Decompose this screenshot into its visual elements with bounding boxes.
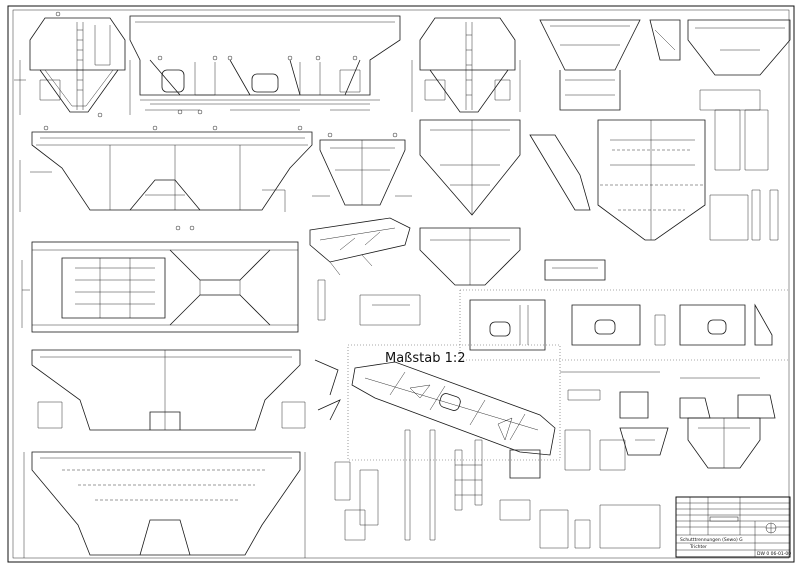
view-side-hopper-middle [31, 349, 341, 431]
view-hopper-section-center [419, 119, 591, 216]
view-hopper-lower-center [419, 227, 606, 286]
detail-row-brackets [317, 279, 773, 351]
view-end-elevation-center [411, 17, 521, 113]
detail-parts-bottom-center [334, 429, 661, 549]
title-block: Schutttrennungen (Sewo) G Trichter DW 0 … [675, 496, 791, 558]
view-hopper-large-right [597, 109, 779, 241]
title-description-line1: Schutttrennungen (Sewo) G [680, 537, 743, 543]
view-isometric-frame-detail [351, 361, 556, 456]
view-cross-section-round [312, 132, 412, 206]
view-hopper-front-top [539, 19, 791, 111]
scale-label: Maßstab 1:2 [385, 351, 466, 366]
view-plan-top [21, 225, 299, 333]
view-longitudinal-section [19, 125, 313, 212]
title-drawing-number: DW 0 06-01-00 [757, 551, 791, 557]
view-bottom-elevation [23, 451, 306, 558]
view-end-elevation-left [14, 11, 131, 118]
view-side-elevation [129, 15, 401, 115]
sheet-frame [7, 5, 795, 563]
detail-cluster-right-middle [560, 371, 776, 469]
dashed-detail-zone [347, 289, 790, 461]
view-isometric-hopper [309, 217, 411, 276]
title-description-line2: Trichter [689, 544, 707, 550]
